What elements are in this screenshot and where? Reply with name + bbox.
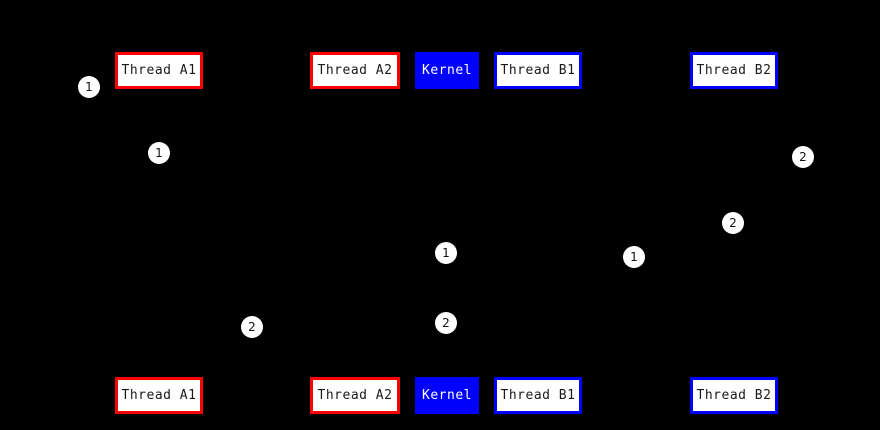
participant-label: Thread A1	[121, 63, 197, 78]
participant-header-thread-b1[interactable]: Thread B1	[494, 52, 582, 89]
participant-header-kernel[interactable]: Kernel	[415, 52, 479, 89]
msg-b2-to-b1	[537, 95, 735, 257]
participant-footer-thread-b1[interactable]: Thread B1	[494, 377, 582, 414]
lifeline-kernel	[446, 89, 448, 377]
badge-kernel-2[interactable]: 2	[435, 312, 457, 334]
participant-label: Thread A2	[317, 63, 393, 78]
badge-b1-1[interactable]: 1	[623, 246, 645, 268]
participant-label: Kernel	[422, 388, 472, 403]
lifeline-thread-a2	[354, 89, 356, 377]
badge-a2-2[interactable]: 2	[241, 316, 263, 338]
participant-footer-thread-a1[interactable]: Thread A1	[115, 377, 203, 414]
badge-b2-start[interactable]: 2	[792, 146, 814, 168]
msg-a1-to-kernel	[158, 95, 448, 252]
lifeline-thread-a1	[158, 89, 160, 377]
participant-label: Kernel	[422, 63, 472, 78]
participant-label: Thread B2	[696, 388, 772, 403]
participant-header-thread-b2[interactable]: Thread B2	[690, 52, 778, 89]
participant-header-thread-a2[interactable]: Thread A2	[310, 52, 400, 89]
participant-header-thread-a1[interactable]: Thread A1	[115, 52, 203, 89]
badge-a1-start[interactable]: 1	[78, 76, 100, 98]
participant-footer-thread-b2[interactable]: Thread B2	[690, 377, 778, 414]
participant-label: Thread B2	[696, 63, 772, 78]
participant-label: Thread B1	[500, 388, 576, 403]
badge-b2-mid[interactable]: 2	[722, 212, 744, 234]
badge-a1-mid[interactable]: 1	[148, 142, 170, 164]
participant-label: Thread A2	[317, 388, 393, 403]
participant-footer-thread-a2[interactable]: Thread A2	[310, 377, 400, 414]
participant-label: Thread A1	[121, 388, 197, 403]
msg-kernel-to-a2	[354, 262, 448, 332]
lifeline-thread-b1	[537, 89, 539, 377]
participant-label: Thread B1	[500, 63, 576, 78]
participant-footer-kernel[interactable]: Kernel	[415, 377, 479, 414]
badge-kernel-1[interactable]: 1	[435, 242, 457, 264]
